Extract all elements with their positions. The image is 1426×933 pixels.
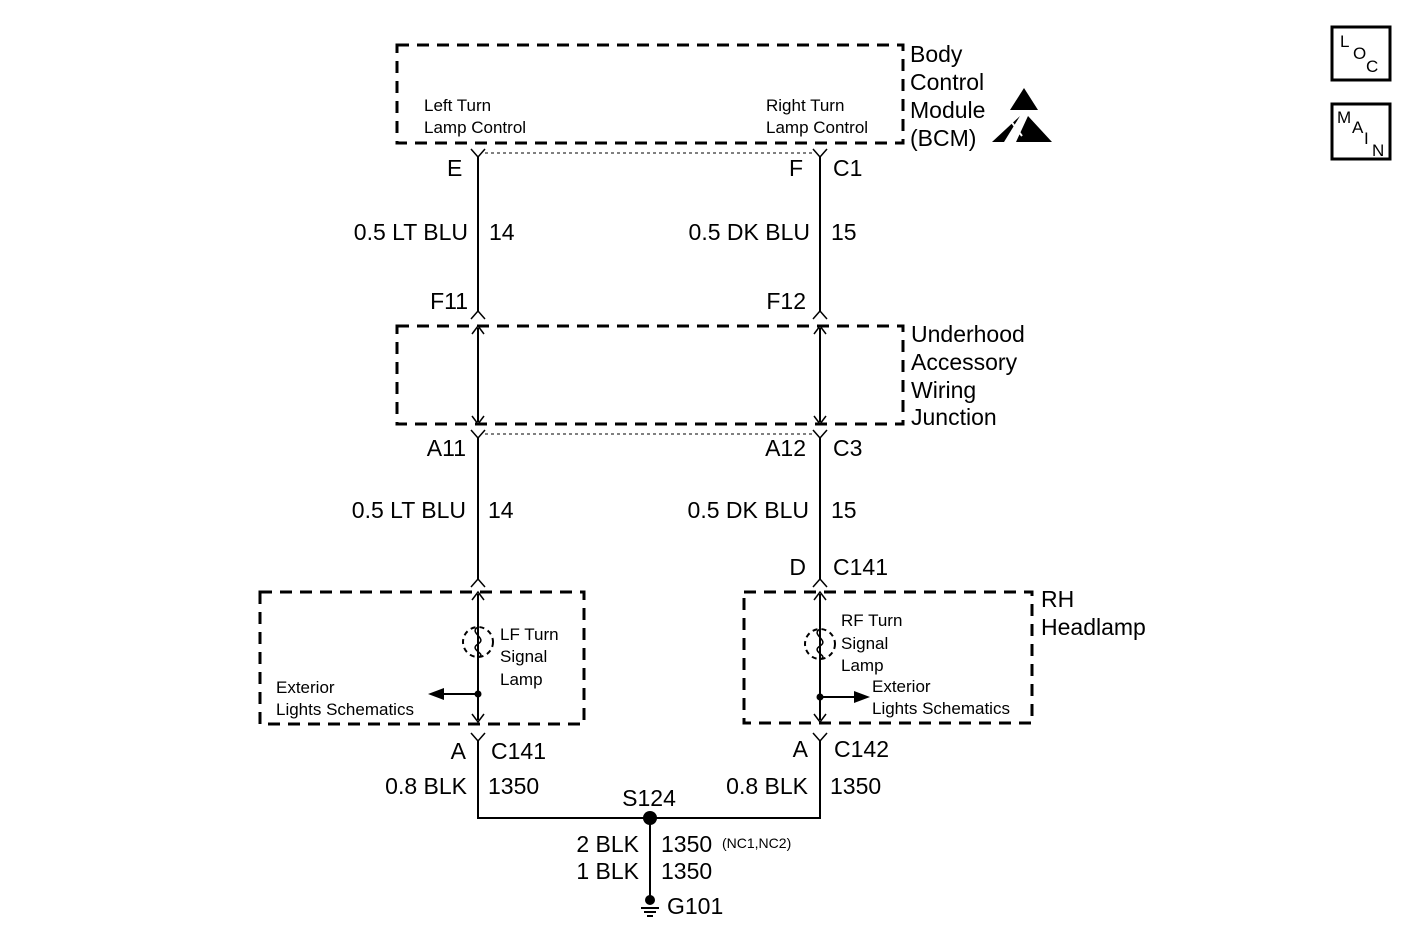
svg-text:N: N xyxy=(1372,141,1384,160)
wire-right-mid-circuit: 15 xyxy=(831,497,857,523)
rf-top-connector xyxy=(812,577,828,588)
rh-c141-label: C141 xyxy=(833,554,888,580)
ground-label: G101 xyxy=(667,893,723,919)
wire-left-top-spec: 0.5 LT BLU xyxy=(354,219,468,245)
uawj-pin-f12-label: F12 xyxy=(766,288,806,314)
wire-right-top-spec: 0.5 DK BLU xyxy=(689,219,810,245)
bcm-right-turn-label: Right Turn Lamp Control xyxy=(766,96,868,137)
splice-b-circuit: 1350 xyxy=(661,858,712,884)
wire-right-top-circuit: 15 xyxy=(831,219,857,245)
uawj-c3-label: C3 xyxy=(833,435,862,461)
svg-text:L: L xyxy=(1340,32,1349,51)
wire-right-mid-spec: 0.5 DK BLU xyxy=(688,497,809,523)
svg-text:A: A xyxy=(1352,118,1364,137)
bcm-pin-f-label: F xyxy=(789,155,803,181)
splice-label: S124 xyxy=(622,785,676,811)
rh-headlamp-box xyxy=(742,590,1034,725)
lf-bottom-connector xyxy=(470,732,486,743)
svg-text:M: M xyxy=(1337,108,1351,127)
bcm-pin-f-connector xyxy=(812,148,828,159)
uawj-box xyxy=(395,324,905,426)
wire-left-gnd-circuit: 1350 xyxy=(488,773,539,799)
ground-icon xyxy=(641,895,659,917)
splice-a-spec: 2 BLK xyxy=(576,831,639,857)
wire-right-gnd-circuit: 1350 xyxy=(830,773,881,799)
wire-left-mid-circuit: 14 xyxy=(488,497,514,523)
lf-pin-a-label: A xyxy=(451,738,467,764)
rf-ref-label[interactable]: Exterior Lights Schematics xyxy=(872,677,1010,718)
uawj-a11-connector xyxy=(470,429,486,440)
splice-b-spec: 1 BLK xyxy=(576,858,639,884)
uawj-title: Underhood Accessory Wiring Junction xyxy=(911,321,1031,430)
bcm-pin-e-connector xyxy=(470,148,486,159)
uawj-f11-connector xyxy=(470,309,486,320)
svg-text:O: O xyxy=(1353,44,1366,63)
uawj-pin-a11-label: A11 xyxy=(427,435,466,461)
uawj-pin-a12-label: A12 xyxy=(765,435,806,461)
wire-left-gnd-spec: 0.8 BLK xyxy=(385,773,467,799)
lf-ref-arrow-icon[interactable] xyxy=(428,688,444,700)
rh-headlamp-title: RH Headlamp xyxy=(1041,586,1146,640)
loc-button[interactable]: L O C xyxy=(1330,25,1392,82)
lf-bulb-icon xyxy=(462,626,494,658)
esd-sensitive-icon xyxy=(992,88,1052,142)
rf-lamp-internal-wiring xyxy=(813,590,827,724)
wire-right-gnd-spec: 0.8 BLK xyxy=(726,773,808,799)
rf-lamp-label: RF Turn Signal Lamp xyxy=(841,611,907,675)
splice-a-circuit: 1350 xyxy=(661,831,712,857)
lf-lamp-label: LF Turn Signal Lamp xyxy=(500,625,563,689)
rf-bulb-icon xyxy=(804,628,836,660)
lf-lamp-box xyxy=(258,590,586,726)
lf-top-connector xyxy=(470,577,486,588)
uawj-left-passthrough xyxy=(471,324,485,426)
main-button[interactable]: M A I N xyxy=(1330,102,1392,161)
wire-left-top-circuit: 14 xyxy=(489,219,515,245)
svg-text:I: I xyxy=(1364,129,1369,148)
lf-ref-label[interactable]: Exterior Lights Schematics xyxy=(276,678,414,719)
bcm-pin-e-label: E xyxy=(447,155,462,181)
bcm-title: Body Control Module (BCM) xyxy=(910,41,992,151)
uawj-right-passthrough xyxy=(813,324,827,426)
uawj-f12-connector xyxy=(812,309,828,320)
wire-left-mid-spec: 0.5 LT BLU xyxy=(352,497,466,523)
uawj-pin-f11-label: F11 xyxy=(430,288,468,314)
lf-c141-label: C141 xyxy=(491,738,546,764)
rf-pin-a-label: A xyxy=(793,736,809,762)
rh-pin-d-label: D xyxy=(789,554,806,580)
rf-ref-arrow-icon[interactable] xyxy=(854,691,870,703)
uawj-a12-connector xyxy=(812,429,828,440)
splice-a-note: (NC1,NC2) xyxy=(722,835,791,851)
rf-c142-label: C142 xyxy=(834,736,889,762)
bcm-connector-label: C1 xyxy=(833,155,862,181)
bcm-left-turn-label: Left Turn Lamp Control xyxy=(424,96,526,137)
svg-text:C: C xyxy=(1366,57,1378,76)
rf-bottom-connector xyxy=(812,732,828,743)
